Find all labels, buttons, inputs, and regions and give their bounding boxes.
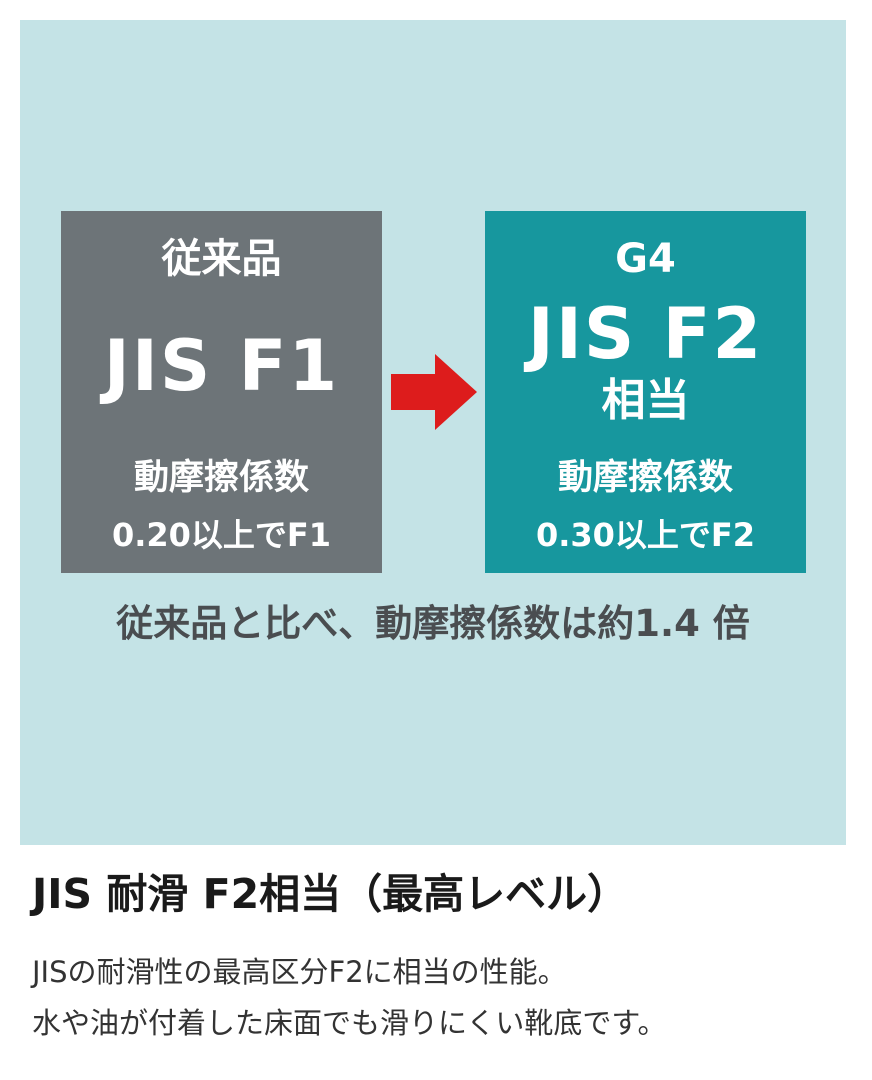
new-product-coef-label: 動摩擦係数 — [557, 458, 733, 498]
conventional-label: 従来品 — [161, 236, 282, 282]
new-product-grade: JIS F2 — [527, 293, 764, 375]
conventional-product-box: 従来品 JIS F1 動摩擦係数 0.20以上でF1 — [61, 211, 382, 573]
new-product-label: G4 — [615, 236, 676, 282]
new-product-threshold: 0.30以上でF2 — [535, 516, 756, 554]
arrow-right-icon — [391, 354, 477, 430]
feature-description-line-2: 水や油が付着した床面でも滑りにくい靴底です。 — [32, 1006, 667, 1040]
conventional-threshold: 0.20以上でF1 — [111, 516, 332, 554]
feature-heading: JIS 耐滑 F2相当（最高レベル） — [32, 870, 629, 918]
feature-description-line-1: JISの耐滑性の最高区分F2に相当の性能。 — [32, 955, 567, 989]
conventional-grade: JIS F1 — [103, 325, 340, 407]
conventional-coef-label: 動摩擦係数 — [133, 458, 309, 498]
comparison-summary: 従来品と比べ、動摩擦係数は約1.4 倍 — [116, 602, 750, 645]
new-product-equiv: 相当 — [601, 375, 690, 426]
new-product-box: G4 JIS F2 相当 動摩擦係数 0.30以上でF2 — [485, 211, 806, 573]
